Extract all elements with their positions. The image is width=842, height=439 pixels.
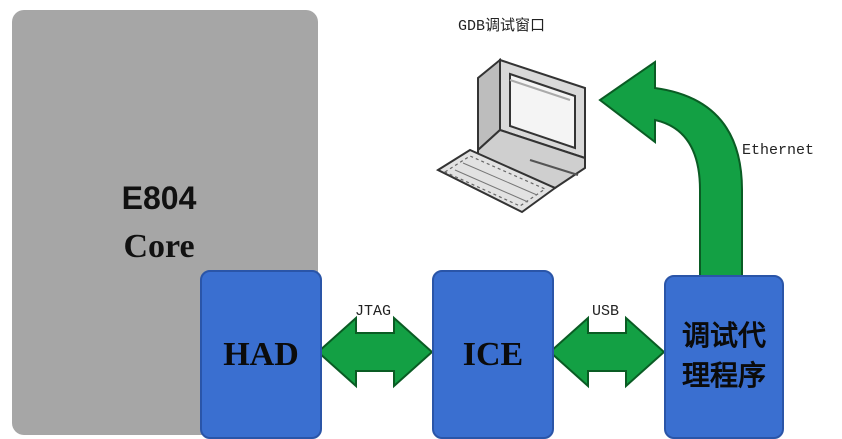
- ice-block: ICE: [432, 270, 554, 439]
- gdb-window-label: GDB调试窗口: [458, 18, 546, 35]
- ethernet-label: Ethernet: [742, 142, 815, 159]
- had-block: HAD: [200, 270, 322, 439]
- debug-agent-block: 调试代 理程序: [664, 275, 784, 439]
- usb-double-arrow: [548, 315, 666, 389]
- jtag-label: JTAG: [355, 303, 392, 320]
- ethernet-curved-arrow: [598, 60, 743, 277]
- core-title-line1: E804: [121, 180, 197, 216]
- core-title-line2: Core: [123, 228, 195, 265]
- computer-icon: [435, 57, 586, 214]
- jtag-double-arrow: [316, 315, 434, 389]
- usb-label: USB: [592, 303, 620, 320]
